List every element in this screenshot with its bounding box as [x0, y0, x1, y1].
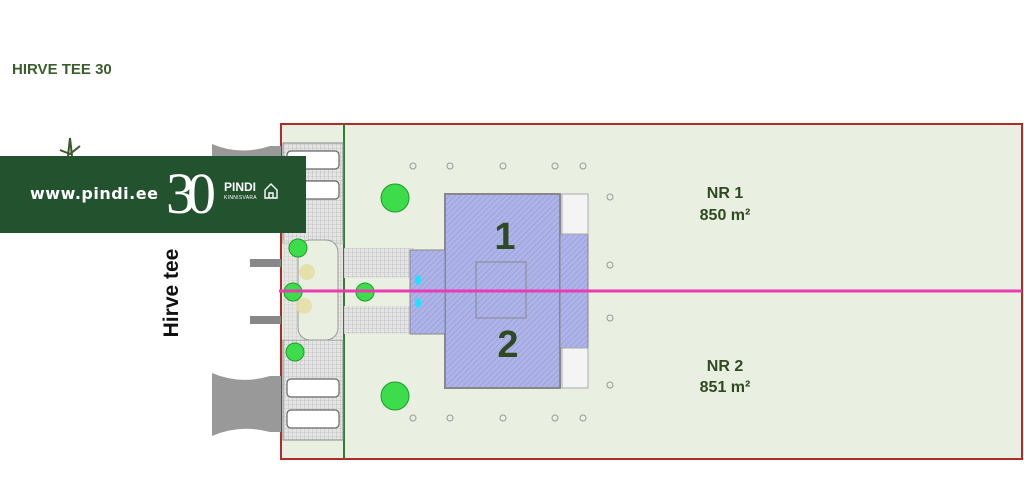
- anniversary-logo: 30: [166, 161, 216, 226]
- path-bottom: [344, 306, 414, 334]
- website-link[interactable]: www.pindi.ee: [30, 184, 159, 203]
- brand-logo: PINDI KINNISVARA: [224, 180, 257, 204]
- pindi-banner[interactable]: www.pindi.ee 30 PINDI KINNISVARA: [0, 156, 306, 233]
- tree-icons: [283, 183, 410, 411]
- brand-name: PINDI: [224, 180, 257, 194]
- unit-2-label: 2: [497, 324, 519, 366]
- plot-1-area: 850 m²: [699, 207, 751, 224]
- road-label: Hirve tee: [160, 248, 183, 338]
- page-title: HIRVE TEE 30: [12, 61, 112, 78]
- unit-1-label: 1: [494, 216, 516, 258]
- path-top: [344, 248, 414, 278]
- plot-2-area: 851 m²: [699, 379, 751, 396]
- plot-2-name: NR 2: [706, 358, 744, 375]
- house-icon: [264, 183, 278, 199]
- plot-1-name: NR 1: [706, 185, 744, 202]
- brand-sub: KINNISVARA: [224, 195, 257, 201]
